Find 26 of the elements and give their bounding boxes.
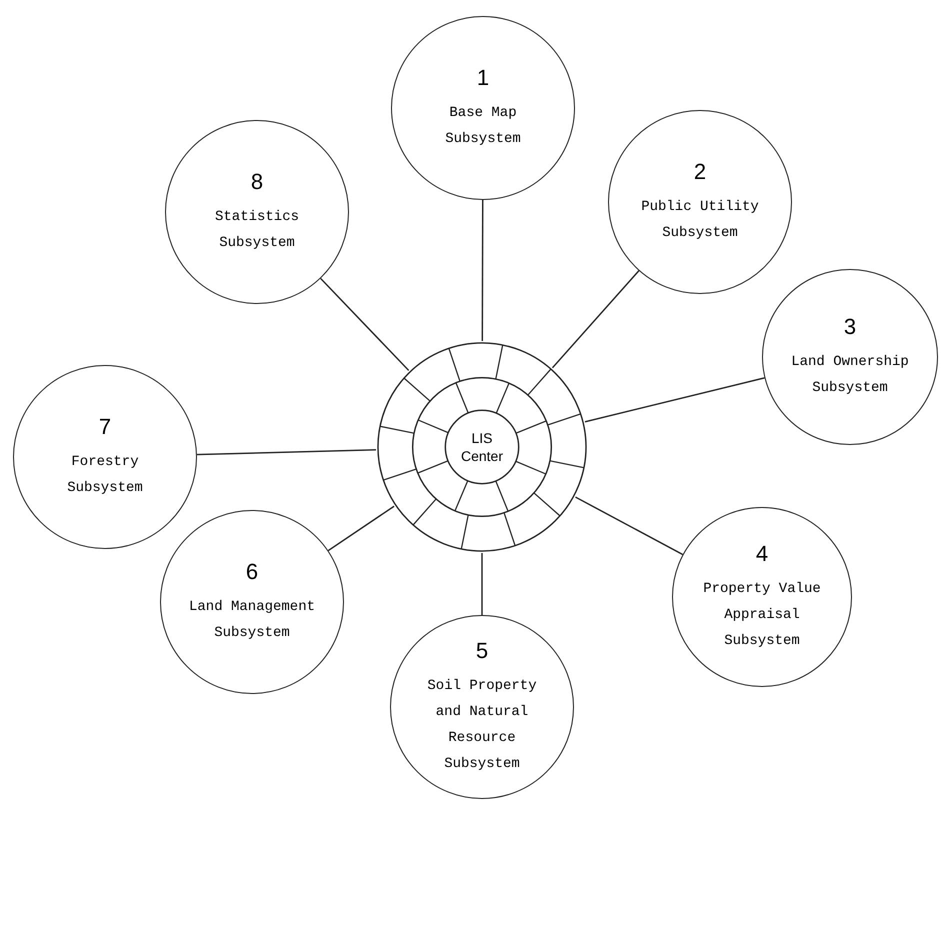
subsystem-number: 6: [246, 558, 258, 586]
subsystem-name: Base Map Subsystem: [444, 104, 522, 149]
subsystem-number: 8: [250, 168, 264, 196]
subsystem-number: 7: [98, 413, 112, 441]
connector-line: [328, 506, 394, 552]
subsystem-number: 1: [476, 64, 490, 92]
center-hub-circle: [376, 341, 588, 553]
subsystem-number: 4: [756, 540, 768, 568]
connector-line: [481, 553, 483, 615]
connector-line: [552, 270, 640, 368]
subsystem-number: 2: [694, 158, 706, 186]
subsystem-number: 5: [476, 637, 488, 665]
hub-label: LIS Center: [460, 429, 504, 465]
connector-line: [584, 377, 765, 422]
connector-line: [196, 449, 376, 456]
subsystem-name: Land Ownership Subsystem: [790, 353, 910, 398]
subsystem-name: Property Value Appraisal Subsystem: [702, 580, 822, 651]
subsystem-name: Soil Property and Natural Resource Subsystem: [426, 677, 538, 774]
connector-line: [320, 278, 410, 371]
subsystem-name: Land Management Subsystem: [188, 598, 316, 643]
subsystem-name: Public Utility Subsystem: [640, 198, 760, 243]
subsystem-number: 3: [844, 313, 856, 341]
subsystem-name: Statistics Subsystem: [214, 208, 300, 253]
connector-line: [575, 496, 683, 556]
subsystem-name: Forestry Subsystem: [66, 453, 144, 498]
connector-line: [482, 200, 484, 341]
